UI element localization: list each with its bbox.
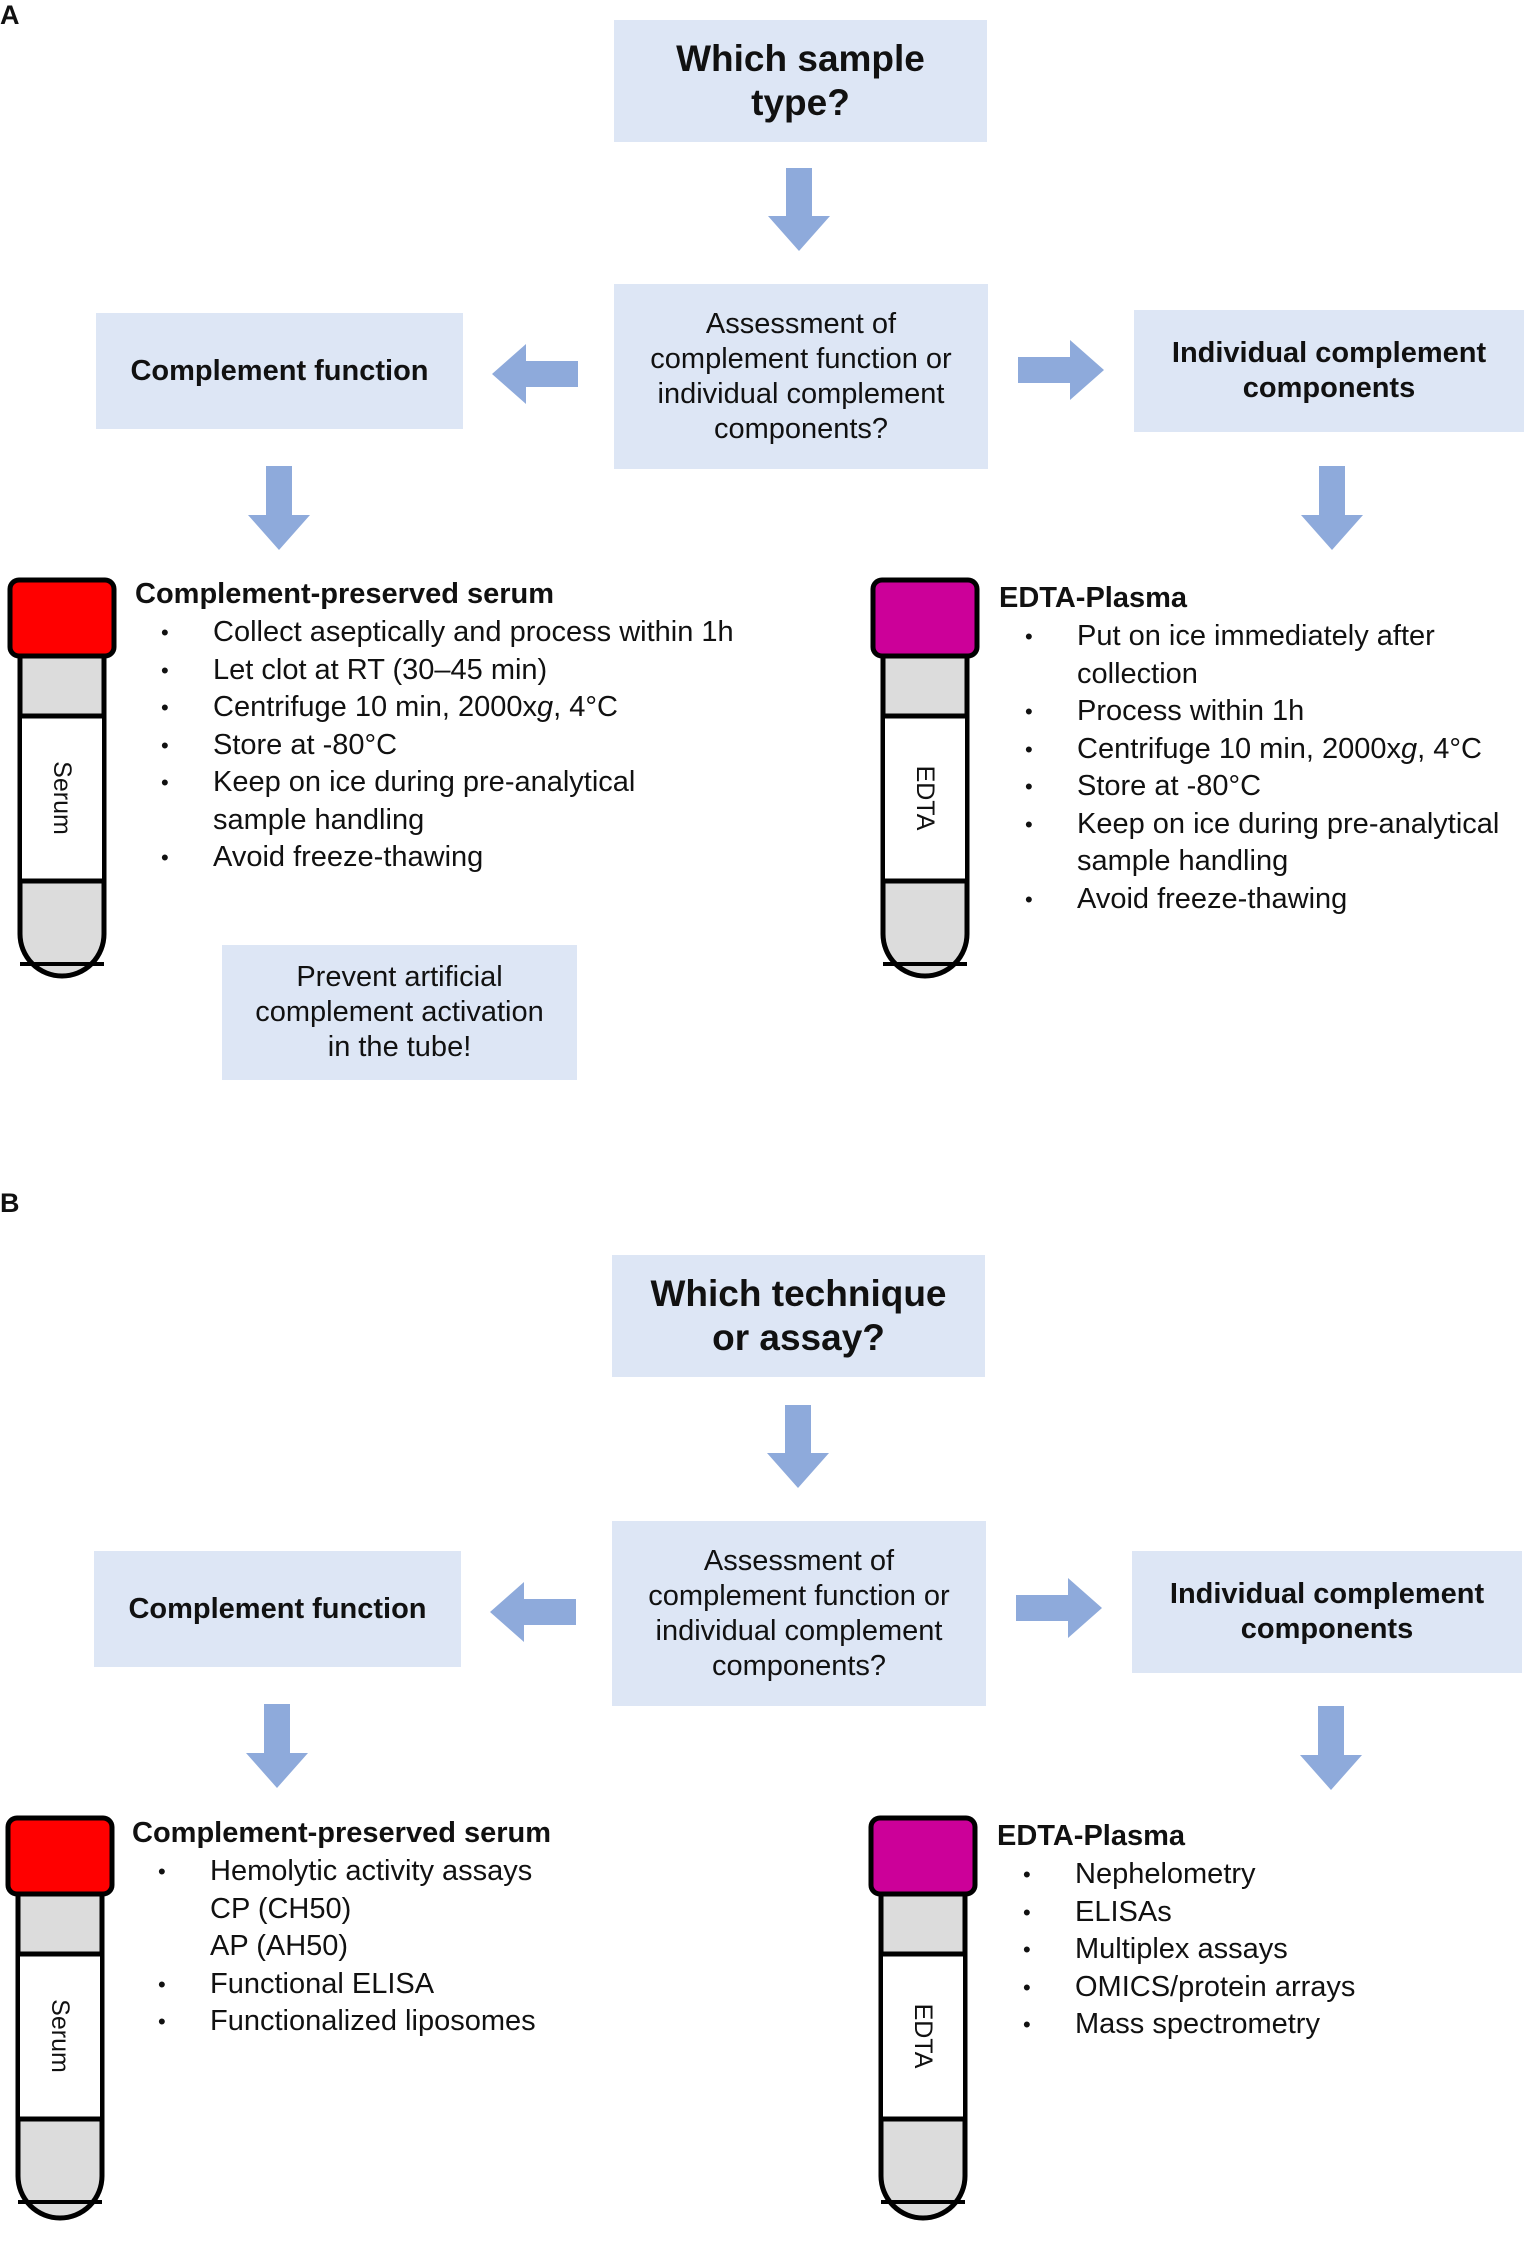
edta-tube-icon: EDTA <box>868 1815 978 2221</box>
list-item: Centrifuge 10 min, 2000xg, 4°C <box>135 689 775 727</box>
edta-tube-icon: EDTA <box>870 577 980 979</box>
question-line: or assay? <box>712 1317 885 1358</box>
edta-title: EDTA-Plasma <box>997 1820 1186 1852</box>
list-item: Store at -80°C <box>135 727 775 765</box>
note-line: complement activation <box>255 996 544 1028</box>
serum-title: Complement-preserved serum <box>132 1817 552 1849</box>
components-line: components <box>1240 1613 1414 1645</box>
list-item: Collect aseptically and process within 1… <box>135 614 775 652</box>
down-arrow-icon <box>1301 466 1363 550</box>
serum-title: Complement-preserved serum <box>135 578 555 610</box>
list-item: Multiplex assays <box>997 1931 1527 1969</box>
assessment-line: individual complement <box>655 1614 943 1647</box>
edta-tube-label: EDTA <box>911 766 939 831</box>
list-item: OMICS/protein arrays <box>997 1969 1527 2007</box>
right-arrow-icon <box>1016 1578 1102 1638</box>
down-arrow-icon <box>768 168 830 251</box>
components-line: components <box>1242 372 1416 404</box>
assessment-line: Assessment of <box>705 307 897 340</box>
question-line: type? <box>751 82 850 123</box>
list-item: ELISAs <box>997 1894 1527 1932</box>
serum-tube-icon: Serum <box>7 577 117 979</box>
edta-title: EDTA-Plasma <box>999 582 1188 614</box>
serum-tube-icon: Serum <box>5 1815 115 2221</box>
right-arrow-icon <box>1018 340 1104 400</box>
list-item: Keep on ice during pre-analyticalsample … <box>135 764 775 839</box>
serum-handling-list: Complement-preserved serum Collect asept… <box>135 576 775 877</box>
panel-b-label: B <box>0 1188 20 1218</box>
assessment-line: complement function or <box>648 1579 950 1612</box>
list-item: Avoid freeze-thawing <box>999 881 1529 919</box>
complement-function-box: Complement function <box>94 1551 461 1667</box>
left-arrow-icon <box>490 1582 576 1642</box>
assessment-line: components? <box>711 1649 887 1682</box>
edta-tube-label: EDTA <box>909 2004 937 2069</box>
panel-a-label: A <box>0 0 20 30</box>
question-line: Which technique <box>650 1273 947 1314</box>
list-item: Process within 1h <box>999 693 1529 731</box>
serum-tube-label: Serum <box>46 1999 74 2073</box>
note-line: Prevent artificial <box>296 961 503 993</box>
list-item: Functionalized liposomes <box>132 2003 772 2041</box>
serum-tube-label: Serum <box>48 761 76 835</box>
list-item: Hemolytic activity assays <box>132 1853 772 1891</box>
list-item: Keep on ice during pre-analyticalsample … <box>999 806 1529 881</box>
assessment-box: Assessment of complement function or ind… <box>612 1521 986 1706</box>
assessment-line: Assessment of <box>703 1544 895 1577</box>
assessment-line: complement function or <box>650 342 952 375</box>
left-arrow-icon <box>492 344 578 404</box>
complement-function-box: Complement function <box>96 313 463 429</box>
down-arrow-icon <box>1300 1706 1362 1790</box>
list-item: CP (CH50) <box>210 1892 352 1925</box>
list-item: Let clot at RT (30–45 min) <box>135 652 775 690</box>
down-arrow-icon <box>246 1704 308 1788</box>
assessment-box: Assessment of complement function or ind… <box>614 284 988 469</box>
list-item: Store at -80°C <box>999 768 1529 806</box>
list-item: Nephelometry <box>997 1856 1527 1894</box>
list-item: Centrifuge 10 min, 2000xg, 4°C <box>999 731 1529 769</box>
list-item: Avoid freeze-thawing <box>135 839 775 877</box>
components-line: Individual complement <box>1169 1578 1485 1610</box>
assessment-line: components? <box>713 412 889 445</box>
list-item: AP (AH50) <box>210 1930 349 1962</box>
question-line: Which sample <box>676 38 925 79</box>
list-item: Mass spectrometry <box>997 2006 1527 2044</box>
assessment-line: individual complement <box>657 377 945 410</box>
down-arrow-icon <box>767 1405 829 1488</box>
components-line: Individual complement <box>1171 337 1487 369</box>
edta-handling-list: EDTA-Plasma Put on ice immediately after… <box>999 580 1529 918</box>
note-line: in the tube! <box>327 1031 472 1063</box>
serum-assay-list: Complement-preserved serum Hemolytic act… <box>132 1815 772 2041</box>
edta-assay-list: EDTA-Plasma Nephelometry ELISAs Multiple… <box>997 1818 1527 2044</box>
down-arrow-icon <box>248 466 310 550</box>
list-item: Functional ELISA <box>132 1966 772 2004</box>
note-box: Prevent artificial complement activation… <box>222 945 577 1080</box>
